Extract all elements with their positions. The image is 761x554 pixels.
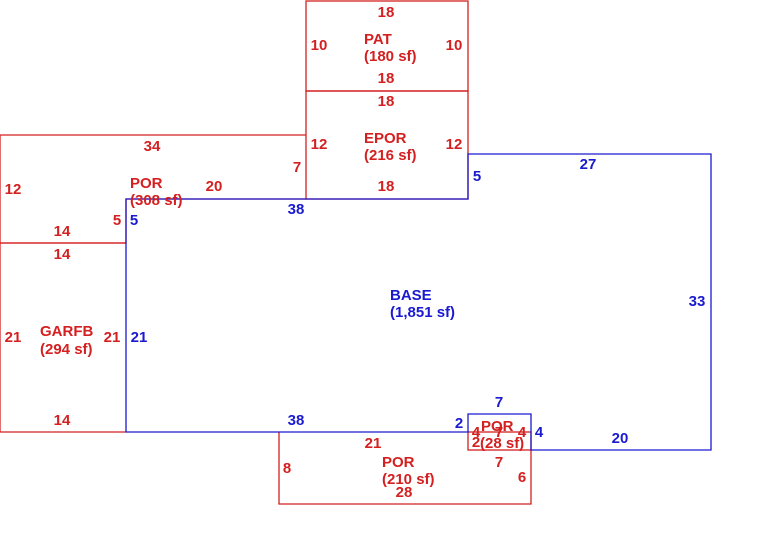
por-small-area: (28 sf)	[480, 435, 524, 452]
base-dim-bottom-left: 38	[288, 412, 305, 429]
por-bottom-label: POR	[382, 454, 415, 471]
epor-dim-top: 18	[378, 93, 395, 110]
por-small-label: POR	[481, 418, 514, 435]
por-left-dim-top: 34	[144, 138, 161, 155]
pat-label: PAT	[364, 31, 392, 48]
por-bottom-dim-right: 6	[518, 469, 526, 486]
por-small-dim-left: 4	[472, 424, 481, 441]
garfb-outline	[0, 242, 126, 433]
pat-dim-top: 18	[378, 4, 395, 21]
por-left-dim-right-upper: 7	[293, 159, 301, 176]
por-small-dim-left-2: 2	[472, 434, 480, 451]
por-bottom-dim-bottom: 28	[396, 484, 413, 501]
por-bottom-dim-top: 21	[365, 435, 382, 452]
base-dim-right-step: 5	[473, 168, 481, 185]
por-small-dim-right: 4	[518, 424, 527, 441]
garfb-label: GARFB	[40, 323, 93, 340]
base-dim-notch-left: 2	[455, 415, 463, 432]
por-left-area: (308 sf)	[130, 192, 183, 209]
base-area: (1,851 sf)	[390, 304, 455, 321]
pat-dim-bottom: 18	[378, 70, 395, 87]
pat-area: (180 sf)	[364, 48, 417, 65]
epor-dim-left: 12	[311, 136, 328, 153]
por-left-dim-bottom: 14	[54, 223, 71, 240]
base-dim-top-right: 27	[580, 156, 597, 173]
por-left-dim-mid: 20	[206, 178, 223, 195]
base-dim-left: 21	[131, 329, 148, 346]
por-bottom-dim-left: 8	[283, 460, 291, 477]
por-bottom-outline	[278, 432, 532, 505]
pat-dim-left: 10	[311, 37, 328, 54]
pat-dim-right: 10	[446, 37, 463, 54]
garfb-dim-right: 21	[104, 329, 121, 346]
base-dim-left-top: 5	[130, 212, 138, 229]
por-left-dim-right-lower: 5	[113, 212, 121, 229]
epor-dim-bottom: 18	[378, 178, 395, 195]
por-bottom-dim-notch: 7	[495, 454, 503, 471]
garfb-dim-bottom: 14	[54, 412, 71, 429]
epor-label: EPOR	[364, 130, 407, 147]
garfb-dim-top: 14	[54, 246, 71, 263]
por-bottom-area: (210 sf)	[382, 471, 435, 488]
epor-dim-right: 12	[446, 136, 463, 153]
por-left-dim-left: 12	[5, 181, 22, 198]
base-label: BASE	[390, 287, 432, 304]
base-outline	[125, 153, 712, 451]
garfb-dim-left: 21	[5, 329, 22, 346]
epor-area: (216 sf)	[364, 147, 417, 164]
por-left-label: POR	[130, 175, 163, 192]
base-dim-notch-top: 7	[495, 394, 503, 411]
base-dim-right: 33	[689, 293, 706, 310]
base-dim-top-left: 38	[288, 201, 305, 218]
por-small-dim-mid: 7	[495, 424, 503, 441]
garfb-area: (294 sf)	[40, 341, 93, 358]
base-dim-bottom-right: 20	[612, 430, 629, 447]
base-dim-notch-right: 4	[535, 424, 544, 441]
